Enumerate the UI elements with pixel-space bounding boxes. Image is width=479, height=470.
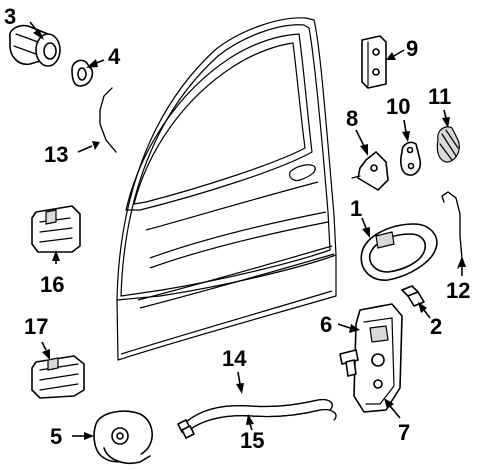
part-5-latch [93,410,153,464]
callout-8: 8 [346,106,358,131]
callout-3: 3 [4,4,16,29]
part-10-gasket [400,141,422,176]
callout-6: 6 [320,312,332,337]
part-13-rod [99,87,117,153]
part-12-rod [441,191,463,269]
callout-5: 5 [50,424,62,449]
part-3-lock-cylinder [8,24,61,67]
part-17-clip [31,355,85,399]
callout-10: 10 [386,94,410,119]
callout-4: 4 [108,44,121,69]
part-14-15-cables [177,399,337,439]
callout-labels: 3 4 13 9 8 10 11 1 12 2 6 7 16 17 5 14 1… [4,4,470,453]
callout-13: 13 [44,142,68,167]
part-6-7-latch-assembly [339,303,403,413]
callout-7: 7 [398,420,410,445]
callout-9: 9 [406,36,418,61]
callout-1: 1 [350,196,362,221]
callout-15: 15 [240,428,264,453]
door-outline [116,17,337,361]
part-8-bracket [351,151,389,191]
leader-lines [29,21,466,440]
callout-17: 17 [24,314,48,339]
part-11-seal-pad [436,126,460,163]
part-9-hinge-block [361,35,387,89]
callout-16: 16 [40,272,64,297]
part-16-clip [31,205,81,253]
part-2-pin [401,285,425,307]
callout-12: 12 [446,278,470,303]
part-4-retainer [71,59,94,87]
callout-14: 14 [222,346,247,371]
callout-2: 2 [430,314,442,339]
part-1-outside-handle [360,223,438,281]
callout-11: 11 [428,84,451,109]
